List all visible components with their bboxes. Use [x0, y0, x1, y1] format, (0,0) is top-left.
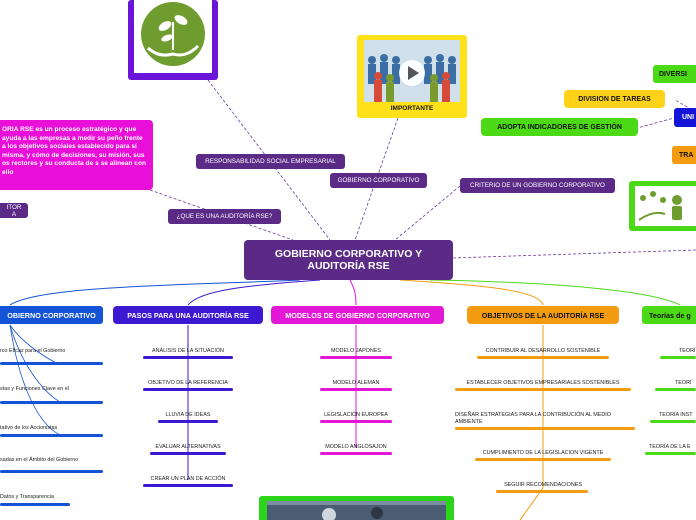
item-underline — [0, 503, 70, 506]
list-item[interactable]: TEORÍ — [679, 348, 696, 354]
branch-objetivos-auditoria[interactable]: OBJETIVOS DE LA AUDITORÍA RSE — [467, 306, 619, 324]
list-item[interactable]: sadas en el Ámbito del Gobierno — [0, 457, 79, 463]
item-underline — [0, 434, 103, 437]
list-item[interactable]: EVALUAR ALTERNATIVAS — [155, 444, 221, 450]
rse-link-label[interactable]: RESPONSABILIDAD SOCIAL EMPRESARIAL — [196, 154, 345, 169]
importante-label: IMPORTANTE — [390, 105, 434, 112]
item-underline — [650, 420, 696, 423]
item-underline — [475, 458, 611, 461]
list-item[interactable]: TEORÍ — [675, 380, 692, 386]
item-underline — [0, 362, 103, 365]
list-item[interactable]: SEGUIR RECOMENDACIONES — [504, 482, 582, 488]
item-underline — [150, 452, 226, 455]
image-node-right[interactable] — [629, 181, 696, 231]
list-item[interactable]: LLUVIA DE IDEAS — [165, 412, 211, 418]
item-underline — [655, 388, 696, 391]
list-item[interactable]: stas y Funciones Clave en el — [0, 386, 69, 392]
item-underline — [645, 452, 696, 455]
branch-pasos-auditoria[interactable]: PASOS PARA UNA AUDITORÍA RSE — [113, 306, 263, 324]
central-topic[interactable]: GOBIERNO CORPORATIVO Y AUDITORÍA RSE — [244, 240, 453, 280]
node-unidad[interactable]: UNI — [674, 108, 696, 127]
list-item[interactable]: TEORÍA INST — [659, 412, 693, 418]
item-underline — [320, 420, 392, 423]
crowd-picture-icon — [364, 40, 460, 102]
branch-teorias[interactable]: Teorías de g — [642, 306, 696, 324]
item-underline — [0, 470, 103, 473]
item-underline — [455, 388, 631, 391]
node-adopta-indicadores[interactable]: ADOPTA INDICADORES DE GESTIÓN — [481, 118, 638, 136]
que-es-link-label[interactable]: ¿QUE ES UNA AUDITORÍA RSE? — [168, 209, 281, 224]
list-item[interactable]: MODELO ALEMAN — [332, 380, 380, 386]
image-node-bottom[interactable] — [259, 496, 454, 520]
item-underline — [455, 427, 635, 430]
meeting-photo-icon — [267, 501, 446, 520]
list-item[interactable]: tativo de los Accionistas — [0, 425, 58, 431]
item-underline — [143, 356, 233, 359]
list-item[interactable]: CUMPLIMIENTO DE LA LEGISLACION VIGENTE — [482, 450, 604, 456]
list-item[interactable]: Datos y Transparencia — [0, 494, 54, 500]
item-underline — [496, 490, 588, 493]
list-item[interactable]: DISEÑAR ESTRATEGIAS PARA LA CONTRIBUCIÓN… — [455, 412, 611, 425]
node-tra[interactable]: TRA — [672, 146, 696, 164]
list-item[interactable]: OBJETIVO DE LA REFERENCIA — [148, 380, 228, 386]
item-underline — [143, 484, 233, 487]
image-node-plant[interactable] — [128, 0, 218, 80]
item-underline — [143, 388, 233, 391]
list-item[interactable]: MODELO ANGLOSAJON — [325, 444, 387, 450]
list-item[interactable]: CREAR UN PLAN DE ACCIÓN — [150, 476, 226, 482]
gobierno-link-label[interactable]: GOBIERNO CORPORATIVO — [330, 173, 427, 188]
definition-box[interactable]: ORIA RSE es un proceso estratégico y que… — [0, 120, 153, 190]
list-item[interactable]: ESTABLECER OBJETIVOS EMPRESARIALES SOSTE… — [466, 380, 620, 386]
item-underline — [158, 420, 218, 423]
branch-gobierno-corporativo[interactable]: OBIERNO CORPORATIVO — [0, 306, 103, 324]
list-item[interactable]: CONTRIBUIR AL DESARROLLO SOSTENIBLE — [485, 348, 601, 354]
definition-text: ORIA RSE es un proceso estratégico y que… — [2, 126, 147, 176]
list-item[interactable]: TEORÍA DE LA E — [649, 444, 691, 450]
list-item[interactable]: ANÁLISIS DE LA SITUACIÓN — [152, 348, 224, 354]
item-underline — [0, 401, 103, 404]
list-item[interactable]: LEGISLACIÓN EUROPEA — [324, 412, 388, 418]
image-node-importante[interactable]: IMPORTANTE — [357, 35, 467, 118]
item-underline — [320, 452, 392, 455]
item-underline — [660, 356, 696, 359]
list-item[interactable]: MODELO JAPONES — [330, 348, 382, 354]
item-underline — [320, 388, 392, 391]
node-division-tareas[interactable]: DIVISION DE TAREAS — [564, 90, 665, 108]
list-item[interactable]: rco Eficaz para el Gobierno — [0, 348, 66, 354]
node-diversidad[interactable]: DIVERSI — [653, 65, 696, 83]
item-underline — [477, 356, 609, 359]
growth-people-icon — [638, 191, 682, 221]
plant-hands-icon — [141, 2, 205, 66]
criterio-a-label[interactable]: ITOR A — [0, 203, 28, 218]
criterio-link-label[interactable]: CRITERIO DE UN GOBIERNO CORPORATIVO — [460, 178, 615, 193]
branch-modelos-gobierno[interactable]: MODELOS DE GOBIERNO CORPORATIVO — [271, 306, 444, 324]
item-underline — [320, 356, 392, 359]
